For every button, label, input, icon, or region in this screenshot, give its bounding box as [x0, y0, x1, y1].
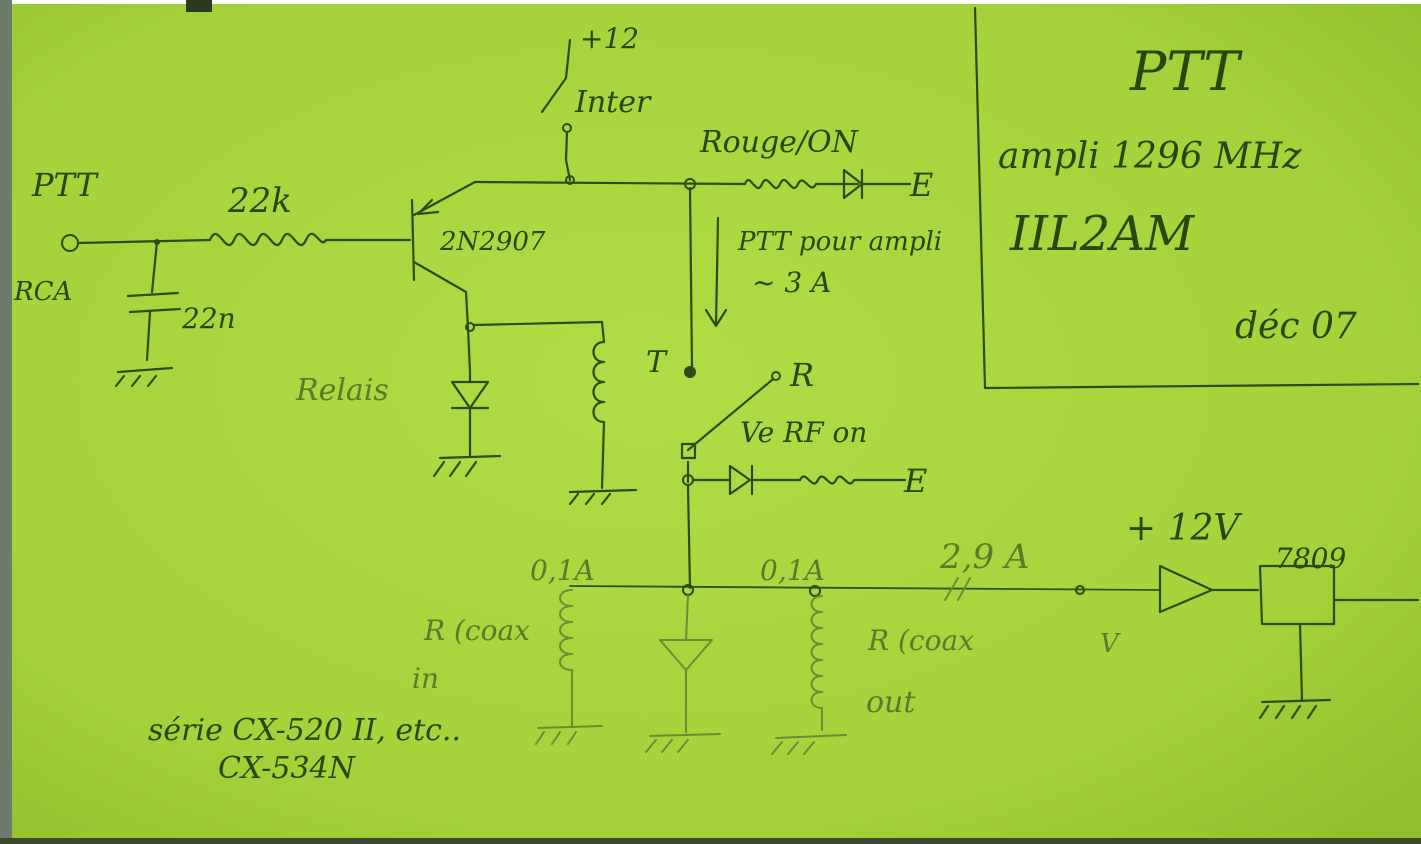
rf-bus-wire [569, 585, 1161, 591]
paper-background [8, 4, 1421, 840]
relay-common [680, 442, 697, 484]
rca-label: RCA [13, 277, 72, 307]
contact-r-label: R [789, 356, 814, 394]
cap-22n-plates [126, 291, 182, 314]
r-coax-out-label: R (coax [867, 624, 974, 657]
relais-label: Relais [295, 373, 389, 408]
led-green-label: Ve RF on [740, 416, 867, 449]
supply-switch [540, 38, 572, 114]
led-red-label: Rouge/ON [699, 125, 860, 160]
transistor-emitter-arrow [416, 198, 440, 216]
t-contact-wire [688, 186, 694, 370]
mid-cap-label: 0,1A [760, 554, 825, 587]
regulator-ground [1258, 698, 1332, 720]
transistor-base-bar [410, 198, 416, 282]
title-date: déc 07 [1235, 306, 1357, 347]
r-contact [771, 371, 781, 381]
bus-junction-1 [565, 175, 575, 185]
r-coax-in-label: R (coax [423, 614, 530, 647]
amplifier-triangle [1158, 564, 1214, 614]
ptt-input-label: PTT [31, 166, 99, 204]
plus-12v-label: + 12V [1126, 508, 1243, 549]
cap-lead [150, 240, 159, 294]
input-wire [76, 238, 212, 245]
supply-12-label: +12 [580, 22, 639, 55]
v-label: V [1100, 629, 1121, 659]
diode-ground [432, 454, 502, 478]
coil-right-ground [771, 734, 847, 755]
title-box-border [973, 6, 1420, 390]
c29-label: 2,9 A [939, 537, 1029, 577]
transistor-label: 2N2907 [439, 227, 546, 257]
switch-to-bus [564, 130, 572, 182]
transistor-collector [412, 260, 470, 330]
ptt-note-label: PTT pour ampli [737, 227, 942, 257]
inter-label: Inter [574, 85, 652, 120]
led-red-e: E [909, 166, 933, 204]
contact-t-label: T [646, 345, 668, 380]
t-contact [684, 366, 696, 378]
led-red-diode [838, 168, 912, 200]
top-dark-tab [186, 0, 212, 12]
coil-left [559, 589, 573, 726]
led-green-diode [691, 464, 802, 496]
flyback-diode [450, 370, 490, 457]
coil-ground [568, 488, 638, 506]
transistor-emitter [412, 180, 477, 217]
ptt-current-label: ~ 3 A [752, 266, 831, 299]
led-green-resistor [798, 475, 907, 485]
relay-coil [592, 340, 606, 490]
rf-node-far [1075, 585, 1085, 595]
collector-junction-wire [466, 326, 472, 374]
coil-right [810, 595, 823, 731]
c-22n-label: 22n [181, 302, 236, 335]
left-shadow-strip [0, 0, 12, 844]
r22k-label: 22k [227, 181, 292, 221]
left-cap-label: 0,1A [530, 554, 595, 587]
title-callsign: IIL2AM [1009, 206, 1196, 262]
relay-arm [686, 378, 774, 452]
in-label: in [412, 662, 439, 695]
rf-node-right [809, 585, 821, 597]
series-line2: CX-534N [218, 751, 357, 786]
title-ampli: ampli 1296 MHz [998, 136, 1302, 177]
regulator-label: 7809 [1275, 542, 1346, 575]
ptt-current-arrow [704, 216, 728, 328]
rf-vertical-wire [686, 484, 692, 590]
series-line1: série CX-520 II, etc.. [148, 713, 461, 748]
middle-diode-ground [645, 733, 721, 753]
c29-capacitor [944, 577, 971, 601]
resistor-22k [208, 232, 412, 247]
middle-diode [659, 595, 713, 733]
led-green-e: E [903, 462, 927, 500]
regulator-gnd-wire [1298, 622, 1304, 702]
coil-left-ground [535, 725, 603, 745]
out-label: out [866, 685, 916, 720]
coil-top-wire [472, 320, 606, 344]
bottom-dark-band [0, 838, 1421, 844]
led-red-resistor [743, 178, 842, 190]
collector-junction [465, 322, 475, 332]
regulator-box [1258, 564, 1336, 626]
top-bus-wire [473, 180, 747, 186]
cap-ground [114, 310, 174, 388]
title-ptt: PTT [1129, 40, 1243, 103]
